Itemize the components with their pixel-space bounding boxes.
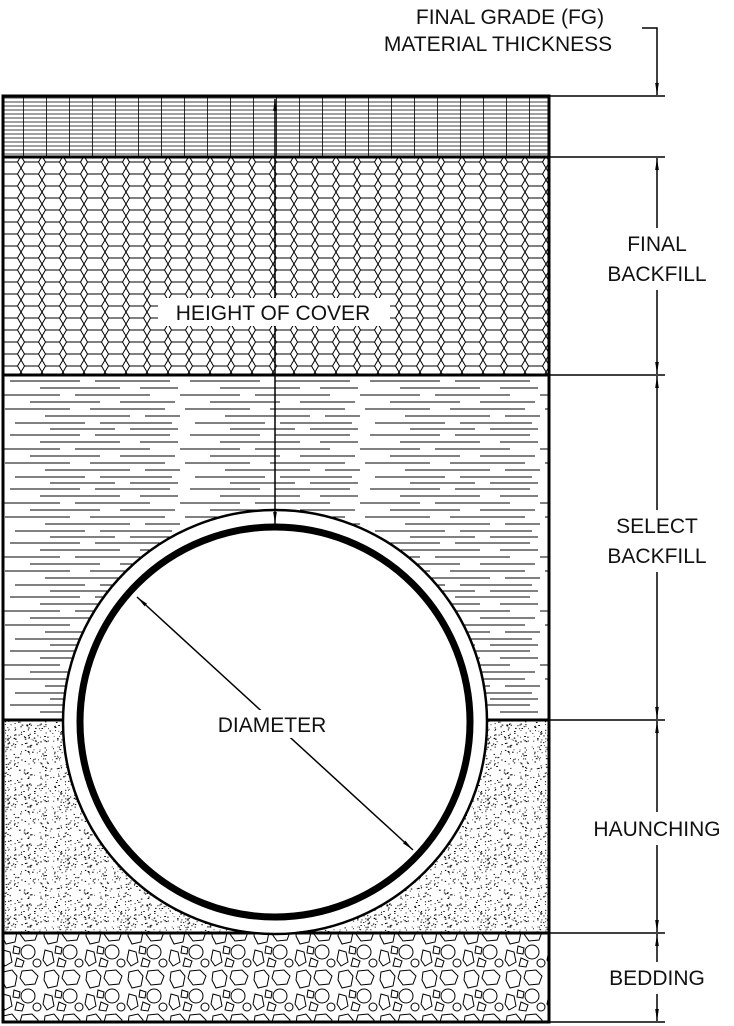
- final-backfill-label-line1: FINAL: [627, 233, 687, 256]
- final-backfill-layer: [4, 157, 549, 375]
- height-of-cover-label: HEIGHT OF COVER: [176, 302, 370, 325]
- haunching-label: HAUNCHING: [593, 818, 720, 841]
- select-backfill-label-line2: BACKFILL: [607, 545, 706, 568]
- extension-lines: [549, 95, 665, 1023]
- fg-label-line2: MATERIAL THICKNESS: [384, 33, 612, 56]
- bedding-label: BEDDING: [609, 967, 705, 990]
- fg-material-layer: [4, 96, 549, 157]
- final-backfill-label-line2: BACKFILL: [607, 263, 706, 286]
- diameter-label: DIAMETER: [218, 714, 327, 737]
- bedding-layer: [4, 933, 549, 1022]
- dimension-lines: [642, 27, 659, 1021]
- select-backfill-label-line1: SELECT: [616, 515, 698, 538]
- fg-label-line1: FINAL GRADE (FG): [416, 6, 604, 29]
